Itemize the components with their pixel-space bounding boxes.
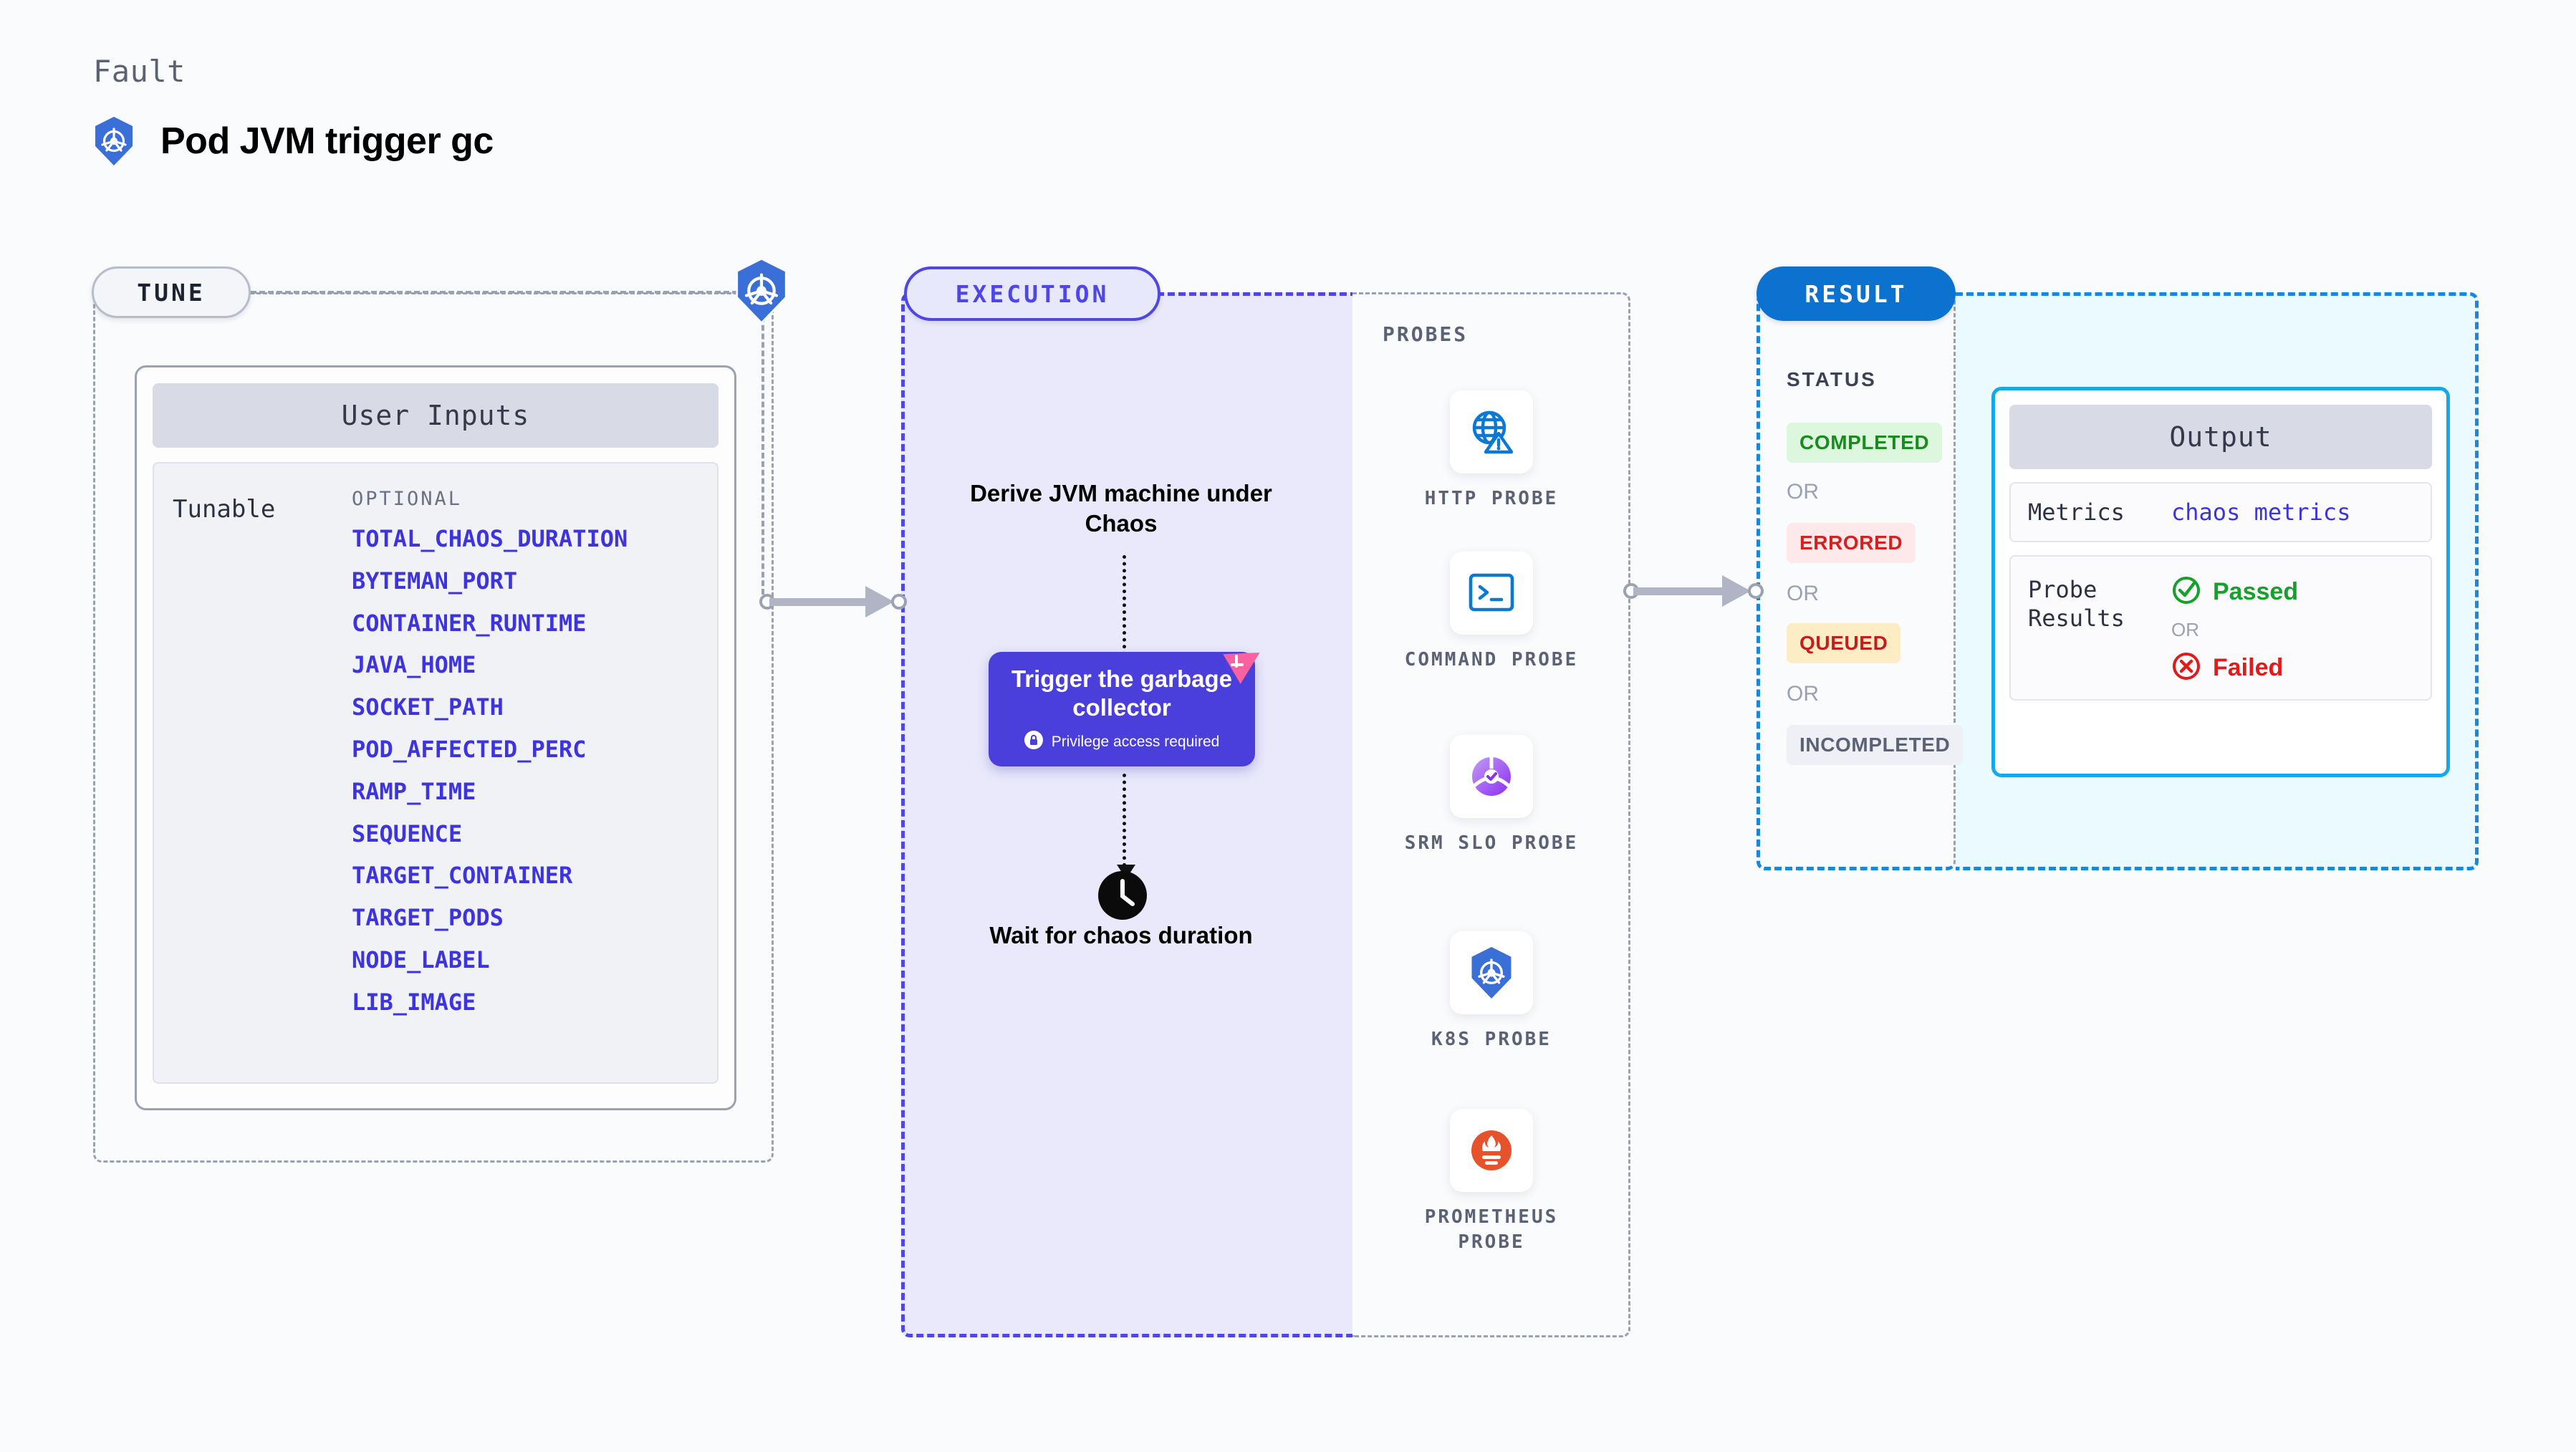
probe-result-passed: Passed <box>2171 575 2298 609</box>
user-inputs-card: User Inputs Tunable OPTIONAL TOTAL_CHAOS… <box>135 365 736 1110</box>
optional-column: OPTIONAL TOTAL_CHAOS_DURATION BYTEMAN_PO… <box>352 488 698 1058</box>
probes-section-label: PROBES <box>1383 322 1469 346</box>
optional-label: OPTIONAL <box>352 488 463 510</box>
tune-variable[interactable]: RAMP_TIME <box>352 777 476 805</box>
flow-arrow-1 <box>1117 555 1135 668</box>
x-circle-icon <box>2171 651 2201 685</box>
flow-arrow-2 <box>1117 774 1135 879</box>
tune-variable[interactable]: TARGET_CONTAINER <box>352 862 573 890</box>
output-card: Output Metrics chaos metrics Probe Resul… <box>1991 387 2450 777</box>
tune-dashed-leader <box>251 291 738 294</box>
globe-warning-icon <box>1450 390 1533 473</box>
output-card-title: Output <box>2009 405 2432 469</box>
tab-execution[interactable]: EXECUTION <box>904 266 1160 321</box>
page-eyebrow: Fault <box>93 54 186 89</box>
action-card-title: Trigger the garbage collector <box>1011 665 1233 721</box>
prometheus-icon <box>1450 1109 1533 1192</box>
status-badge-incompleted: INCOMPLETED <box>1787 725 1964 765</box>
probe-results-values: Passed OR Failed <box>2171 575 2298 685</box>
or-label: OR <box>1787 582 1819 605</box>
clock-icon <box>1094 867 1151 924</box>
probe-label: HTTP PROBE <box>1424 488 1559 509</box>
connector-tune-to-execution <box>759 580 907 623</box>
failed-label: Failed <box>2213 654 2284 681</box>
privilege-note-text: Privilege access required <box>1051 733 1220 750</box>
tune-variable[interactable]: BYTEMAN_PORT <box>352 567 518 595</box>
connector-execution-to-result <box>1623 569 1764 612</box>
tunable-body: Tunable OPTIONAL TOTAL_CHAOS_DURATION BY… <box>153 462 719 1084</box>
lock-icon <box>1024 730 1043 754</box>
passed-label: Passed <box>2213 578 2299 605</box>
probe-label: SRM SLO PROBE <box>1404 832 1579 854</box>
kubernetes-icon <box>92 116 136 166</box>
execution-step-wait: Wait for chaos duration <box>989 922 1253 948</box>
probe-label: K8S PROBE <box>1431 1029 1552 1050</box>
output-metrics-row: Metrics chaos metrics <box>2009 482 2432 542</box>
page-title-text: Pod JVM trigger gc <box>160 120 494 162</box>
probe-http[interactable]: HTTP PROBE <box>1398 390 1585 511</box>
or-label: OR <box>1787 480 1819 504</box>
privilege-note: Privilege access required <box>1024 730 1220 754</box>
kubernetes-icon <box>1450 931 1533 1014</box>
probe-label: PROMETHEUS PROBE <box>1424 1206 1559 1254</box>
tune-variable[interactable]: NODE_LABEL <box>352 946 490 973</box>
probe-label: COMMAND PROBE <box>1404 649 1579 670</box>
metrics-key: Metrics <box>2028 499 2125 526</box>
status-badge-errored: ERRORED <box>1787 523 1916 563</box>
status-section-frame <box>1756 292 1956 870</box>
check-circle-icon <box>2171 575 2201 609</box>
probe-result-failed: Failed <box>2171 651 2298 685</box>
tune-variable[interactable]: TARGET_PODS <box>352 904 504 932</box>
probe-command[interactable]: COMMAND PROBE <box>1398 552 1585 673</box>
tune-variable[interactable]: JAVA_HOME <box>352 651 476 679</box>
status-badge-completed: COMPLETED <box>1787 423 1943 463</box>
terminal-icon <box>1450 552 1533 635</box>
user-inputs-title: User Inputs <box>153 383 719 448</box>
k8s-dashed-leader <box>761 308 764 595</box>
tab-result[interactable]: RESULT <box>1756 266 1956 321</box>
kubernetes-badge-icon <box>732 257 791 327</box>
page-title: Pod JVM trigger gc <box>92 116 494 166</box>
output-probe-results-row: Probe Results Passed OR <box>2009 555 2432 701</box>
status-badge-queued: QUEUED <box>1787 623 1901 663</box>
probe-k8s[interactable]: K8S PROBE <box>1398 931 1585 1052</box>
tune-variable[interactable]: CONTAINER_RUNTIME <box>352 609 587 637</box>
tune-variable[interactable]: SEQUENCE <box>352 819 463 847</box>
tune-variable[interactable]: SOCKET_PATH <box>352 693 504 721</box>
status-label: STATUS <box>1787 368 1877 390</box>
tunable-label: Tunable <box>173 495 276 524</box>
metrics-value[interactable]: chaos metrics <box>2171 499 2351 526</box>
action-card-trigger-gc[interactable]: Trigger the garbage collector Privilege … <box>989 652 1260 766</box>
loop-ribbon-icon <box>1211 640 1264 693</box>
srm-slo-icon <box>1450 735 1533 818</box>
tab-tune[interactable]: TUNE <box>92 266 251 318</box>
tune-variable[interactable]: POD_AFFECTED_PERC <box>352 735 587 763</box>
execution-step-derive: Derive JVM machine under Chaos <box>970 480 1272 537</box>
probe-prometheus[interactable]: PROMETHEUS PROBE <box>1398 1109 1585 1255</box>
or-label: OR <box>1787 682 1819 706</box>
probe-srm-slo[interactable]: SRM SLO PROBE <box>1398 735 1585 856</box>
tune-variable[interactable]: LIB_IMAGE <box>352 988 476 1016</box>
or-label: OR <box>2171 619 2199 640</box>
probe-results-key: Probe Results <box>2028 576 2125 632</box>
tune-variable[interactable]: TOTAL_CHAOS_DURATION <box>352 525 628 552</box>
